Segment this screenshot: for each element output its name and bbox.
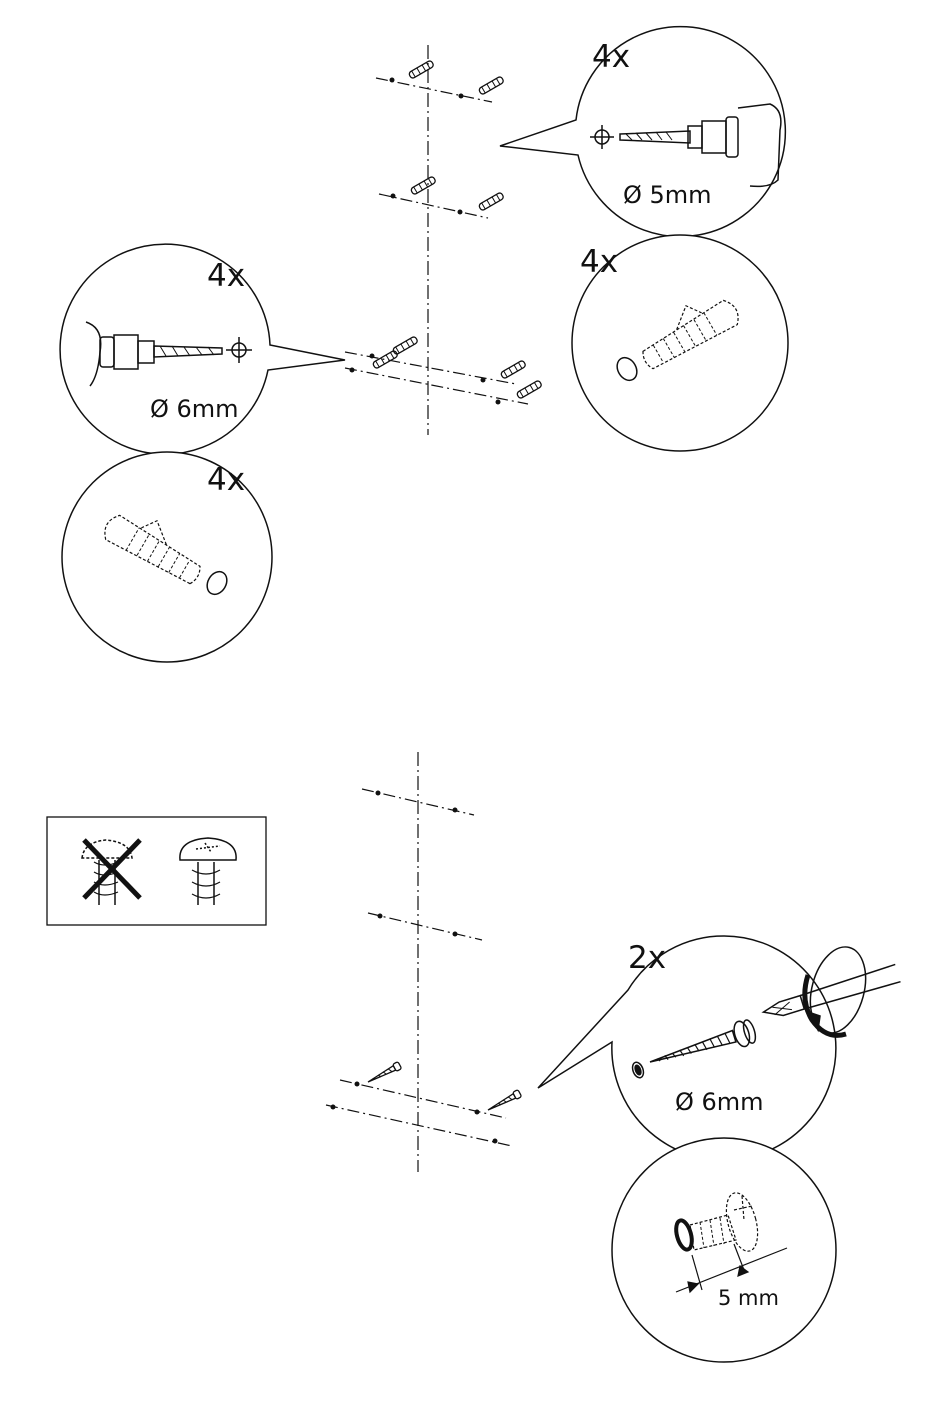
- gap-label: 5 mm: [718, 1286, 779, 1310]
- wall-plug-icon: [372, 60, 542, 399]
- drill-5mm-callout: 4x Ø 5mm: [500, 27, 785, 237]
- prohibited-x-icon: [84, 840, 140, 898]
- count-label: 4x: [580, 244, 618, 280]
- drill-6mm-callout: 4x Ø 6mm: [60, 244, 345, 454]
- wall-plug-callout-left: 4x: [62, 452, 272, 662]
- wall-screw-layout-bottom: [326, 752, 522, 1172]
- diameter-label: Ø 5mm: [623, 181, 712, 209]
- diameter-label: Ø 6mm: [675, 1088, 764, 1116]
- wall-plug-callout-right: 4x: [572, 235, 788, 451]
- screw-fixing-callout: 2x Ø 6mm: [538, 936, 901, 1160]
- count-label: 4x: [207, 462, 245, 498]
- screw-gap-callout: 5 mm: [612, 1138, 836, 1362]
- wall-drilling-layout-top: [345, 45, 542, 435]
- diameter-label: Ø 6mm: [150, 395, 239, 423]
- pan-head-screw-icon: [180, 838, 236, 905]
- count-label: 4x: [592, 39, 630, 75]
- count-label: 4x: [207, 258, 245, 294]
- screw-head-comparison: [47, 817, 266, 925]
- screw-icon: [366, 1062, 522, 1114]
- count-label: 2x: [628, 940, 666, 976]
